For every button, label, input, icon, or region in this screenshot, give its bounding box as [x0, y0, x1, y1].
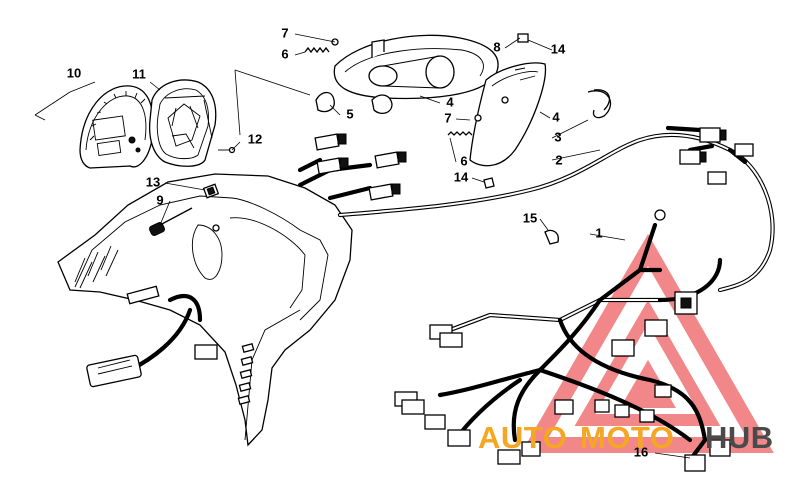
bulb-5-left: [315, 91, 335, 113]
callout-6: 6: [281, 46, 288, 61]
callout-8: 8: [493, 39, 500, 54]
callout-11: 11: [132, 66, 146, 81]
connector-13: [202, 183, 220, 199]
gauge-ticks: [89, 91, 146, 141]
callout-5: 5: [346, 106, 353, 121]
callout-16: 16: [634, 444, 648, 459]
callout-9: 9: [156, 192, 163, 207]
leader-lines: [34, 33, 691, 459]
callout-6: 6: [460, 153, 467, 168]
clip-14-top: [517, 33, 529, 43]
callout-14: 14: [454, 169, 469, 184]
spring-6-bottom: [447, 114, 482, 136]
callout-4: 4: [552, 109, 560, 124]
instrument-cluster: [79, 85, 154, 169]
instrument-housing: [148, 79, 217, 167]
callout-13: 13: [146, 174, 160, 189]
callout-2: 2: [555, 152, 562, 167]
spring-6-top: [304, 38, 339, 54]
callout-3: 3: [554, 129, 561, 144]
clip-15: [544, 229, 559, 245]
callout-12: 12: [248, 131, 262, 146]
bulb-5-right: [371, 94, 393, 115]
headlight-housing: [333, 34, 499, 100]
callout-14: 14: [551, 41, 566, 56]
callout-7: 7: [444, 110, 451, 125]
watermark-moto: MOTO: [580, 420, 674, 455]
side-slots: [237, 343, 255, 405]
side-cover: [469, 62, 547, 167]
retaining-ring-3: [587, 89, 612, 119]
dashboard-housing: [57, 173, 353, 447]
callout-1: 1: [595, 225, 602, 240]
callout-15: 15: [523, 210, 537, 225]
callout-10: 10: [67, 65, 81, 80]
harness-connectors: [314, 127, 754, 472]
lower-harness-plug: [86, 285, 218, 388]
watermark-text: AUTO MOTO HUB: [478, 420, 774, 455]
callout-4: 4: [446, 94, 454, 109]
sensor-9: [149, 207, 193, 237]
watermark-auto: AUTO: [478, 420, 567, 455]
callout-7: 7: [281, 25, 288, 40]
watermark-hub: HUB: [705, 420, 774, 455]
clip-14-bottom: [483, 177, 495, 189]
